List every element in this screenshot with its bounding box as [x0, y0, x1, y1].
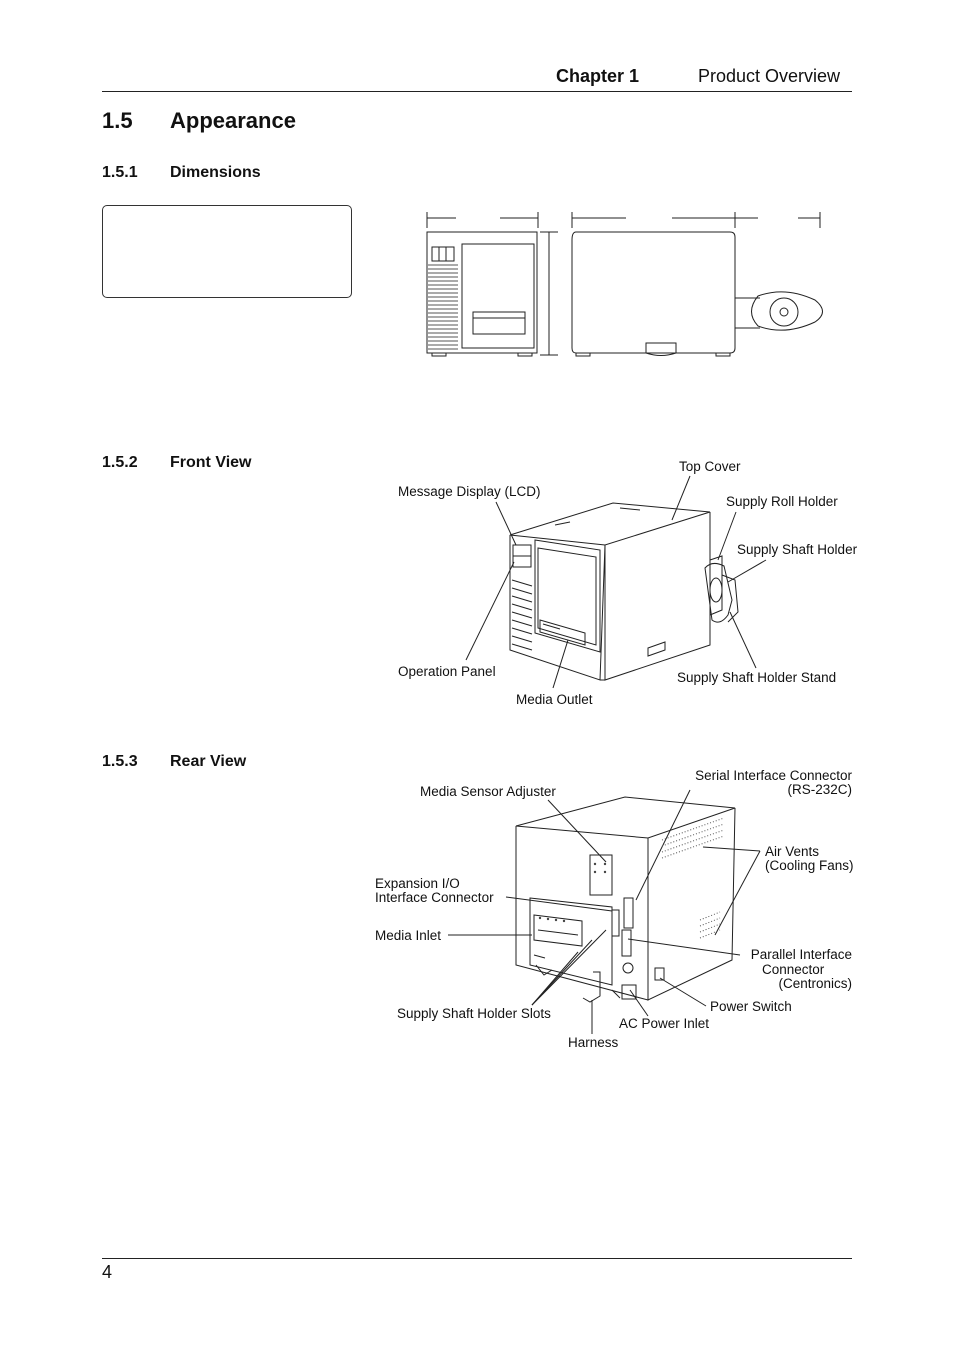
- label-power-switch: Power Switch: [710, 999, 792, 1014]
- subsection-title-front: Front View: [170, 454, 252, 471]
- label-supply-shaft-holder: Supply Shaft Holder: [737, 542, 858, 557]
- chapter-label: Chapter 1: [556, 66, 640, 86]
- label-air-vents-2: (Cooling Fans): [765, 858, 854, 873]
- label-operation-panel: Operation Panel: [398, 664, 496, 679]
- section-title: Appearance: [170, 108, 296, 133]
- label-media-outlet: Media Outlet: [516, 692, 593, 707]
- label-message-display: Message Display (LCD): [398, 484, 541, 499]
- label-harness: Harness: [568, 1035, 619, 1050]
- rear-view-drawing: [0, 0, 954, 1060]
- label-parallel-interface-2: Connector: [762, 962, 825, 977]
- subsection-title-dimensions: Dimensions: [170, 164, 261, 181]
- dimensions-drawing: [0, 0, 954, 400]
- label-media-inlet: Media Inlet: [375, 928, 442, 943]
- label-serial-interface-1: Serial Interface Connector: [695, 768, 852, 783]
- chapter-title: Product Overview: [698, 66, 841, 86]
- footer-rule: [102, 1258, 852, 1259]
- section-number: 1.5: [102, 108, 133, 133]
- label-serial-interface-2: (RS-232C): [787, 782, 852, 797]
- label-supply-shaft-holder-slots: Supply Shaft Holder Slots: [397, 1006, 551, 1021]
- label-expansion-io-1: Expansion I/O: [375, 876, 460, 891]
- label-ac-power-inlet: AC Power Inlet: [619, 1016, 710, 1031]
- page-number: 4: [102, 1262, 113, 1282]
- label-media-sensor-adjuster: Media Sensor Adjuster: [420, 784, 556, 799]
- label-supply-shaft-holder-stand: Supply Shaft Holder Stand: [677, 670, 837, 685]
- label-parallel-interface-3: (Centronics): [778, 976, 852, 991]
- front-view-drawing: [0, 0, 954, 720]
- label-air-vents-1: Air Vents: [765, 844, 820, 859]
- label-top-cover: Top Cover: [679, 459, 741, 474]
- subsection-title-rear: Rear View: [170, 753, 247, 770]
- subsection-number-rear: 1.5.3: [102, 753, 138, 770]
- dimensions-box: [102, 205, 352, 298]
- header-rule: [102, 91, 852, 92]
- subsection-number-dimensions: 1.5.1: [102, 164, 138, 181]
- label-supply-roll-holder: Supply Roll Holder: [726, 494, 838, 509]
- subsection-number-front: 1.5.2: [102, 454, 138, 471]
- label-parallel-interface-1: Parallel Interface: [750, 947, 852, 962]
- label-expansion-io-2: Interface Connector: [375, 890, 494, 905]
